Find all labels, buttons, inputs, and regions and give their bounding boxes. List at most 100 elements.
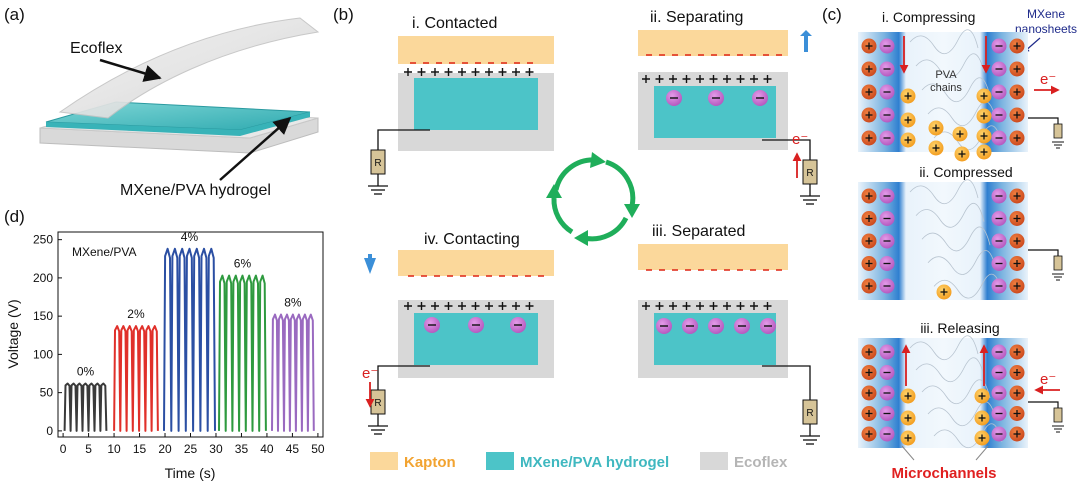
microchannels-label: Microchannels [891,465,996,482]
up-arrow [800,30,812,52]
resistor-label: R [806,408,813,419]
cycle-arrowhead [590,152,606,168]
ecoflex-arrow [99,58,162,82]
positive-charges [404,68,534,76]
legend: Kapton MXene/PVA hydrogel Ecoflex [370,452,788,471]
panel-d-label: (d) [4,207,25,226]
positive-charge [696,302,704,310]
x-tick-label: 10 [107,442,121,456]
pva-chain [915,53,985,78]
chart-series: 0%2%4%6%8% [63,230,315,432]
panel-b: (b) i. Contacted R ii. Separating R e⁻ [333,5,820,471]
series-line [218,274,267,432]
positive-charge [669,302,677,310]
hydrogel-arrow [219,116,292,181]
pointer-line [975,445,989,461]
cycle-arrow [583,216,629,242]
state-title: ii. Compressed [919,164,1012,180]
cycle-arrow [551,197,574,235]
panel-a-label: (a) [4,5,25,24]
state-title: i. Contacted [412,15,497,32]
y-tick-label: 200 [33,271,53,285]
cycle-arrowheads [546,152,640,246]
state-title: iv. Contacting [424,231,520,248]
electron-label: e⁻ [1040,71,1056,88]
ecoflex-sheet [58,17,320,119]
state-title: iii. Releasing [920,320,999,336]
state-title: ii. Separating [650,9,743,26]
positive-charge [512,302,520,310]
series-line [271,313,315,432]
mxene-label: nanosheets [1015,22,1077,36]
x-tick-label: 0 [60,442,67,456]
positive-charge [498,68,507,76]
cycle-arrowhead [574,230,588,246]
legend-label-kapton: Kapton [404,454,456,471]
kapton-layer [638,244,788,270]
positive-charge [642,302,650,310]
hydrogel-layer [414,78,538,130]
positive-charge [682,75,691,83]
panel-c: (c) i. Compressing MXene nanosheets ii. … [822,5,1077,482]
state-contacting: iv. Contacting R e⁻ [362,231,554,435]
y-tick-label: 50 [40,386,54,400]
state-separating: ii. Separating R e⁻ [638,9,820,205]
legend-swatch-ecoflex [700,452,728,470]
pva-chain [927,401,997,426]
positive-charge [471,68,480,76]
legend-label-hydrogel: MXene/PVA hydrogel [520,454,669,471]
pva-chain [915,357,985,382]
pva-chain [909,335,979,360]
x-axis-label: Time (s) [165,465,216,481]
electron-label: e⁻ [792,131,808,148]
resistor: R [368,389,388,435]
positive-charge [736,75,745,83]
positive-charge [417,302,426,310]
kapton-layer [398,36,554,64]
wire [1028,401,1059,408]
positive-charge [458,68,466,76]
positive-charge [444,302,453,310]
positive-charge [404,302,412,310]
positive-charge [431,302,439,310]
wire [762,365,811,400]
series-label: 0% [77,364,95,378]
x-tick-label: 50 [311,442,325,456]
kapton-layer [638,30,788,56]
series-line [63,382,108,432]
pva-chain [933,423,1003,448]
pointer-line [901,445,915,461]
positive-charge [512,68,520,76]
mxene-label: MXene [1027,7,1065,21]
wire [377,129,430,150]
positive-charge [417,68,426,76]
panel-c-label: (c) [822,5,842,24]
pva-label: PVA [935,69,957,81]
series-label: 4% [181,230,199,244]
y-tick-label: 100 [33,347,53,361]
chart-title: MXene/PVA [72,245,136,259]
pva-chain [921,226,991,252]
x-tick-label: 30 [209,442,223,456]
pva-chain [921,77,991,102]
pva-chain [915,203,985,228]
resistor: R [368,149,388,195]
positive-charge [750,75,758,83]
kapton-layer [398,250,554,276]
positive-charge [525,68,534,76]
resistor: R [800,159,820,205]
positive-charge [498,302,507,310]
series-label: 8% [284,296,302,310]
x-tick-label: 40 [260,442,274,456]
anions [656,318,776,334]
positive-charges [642,302,772,310]
y-tick-label: 150 [33,309,53,323]
cycle-arrowhead [624,204,640,218]
y-axis-label: Voltage (V) [5,299,21,368]
state-title: iii. Separated [652,223,745,240]
positive-charge [655,302,664,310]
positive-charge [763,302,772,310]
positive-charge [723,75,731,83]
